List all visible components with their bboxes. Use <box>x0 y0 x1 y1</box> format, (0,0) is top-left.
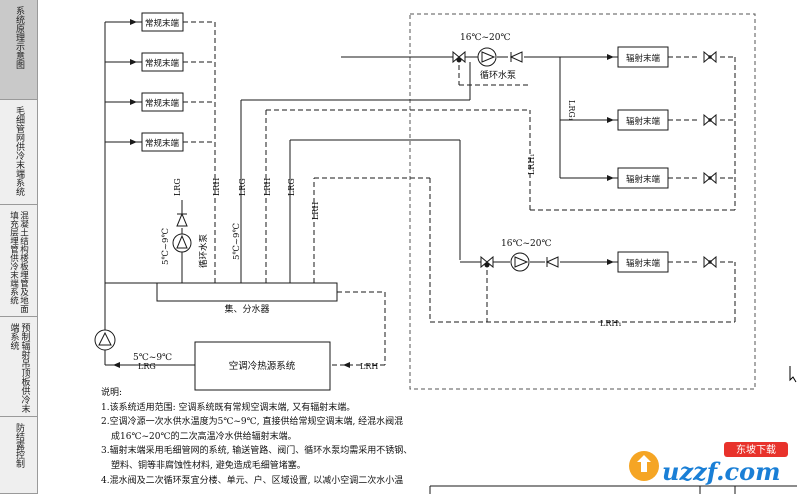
sidebar-tab-label: 混凝土结构楼板埋管及地面填充层埋管供冷末端系统 <box>8 211 29 313</box>
sidebar-tab-label: 毛细管网供冷末端系统 <box>14 106 24 196</box>
sidebar-tab-label: 防结露控制 <box>14 423 24 468</box>
pipe-label-lrg-2: LRG <box>238 178 247 196</box>
notes-title: 说明: <box>101 388 123 398</box>
logo-brand-text: 东坡下载 <box>736 443 776 456</box>
mouse-cursor-icon <box>789 366 797 383</box>
pipe-label-bottom-lrg: LRG <box>138 362 156 371</box>
sidebar-tab-capillary[interactable]: 毛细管网供冷末端系统 <box>0 100 37 205</box>
sidebar-tab-label: 系统原理示意图 <box>14 6 24 69</box>
sidebar-tab-condensation[interactable]: 防结露控制 <box>0 417 37 494</box>
temp-label-middle: 16℃~20℃ <box>501 239 552 249</box>
logo-domain-text: uzzf.com <box>662 457 781 486</box>
sidebar: 系统原理示意图 毛细管网供冷末端系统 混凝土结构楼板埋管及地面填充层埋管供冷末端… <box>0 0 38 494</box>
temp-label-manifold: 5℃~9℃ <box>232 223 242 260</box>
system-schematic: 常规末端 常规末端 常规末端 常规末端 辐射末端 辐射末端 辐射末端 辐射末端 … <box>94 12 797 494</box>
conventional-terminal-2: 常规末端 <box>145 58 180 69</box>
uzzf-logo: 东坡下载 uzzf.com <box>629 442 788 486</box>
conventional-terminal-1: 常规末端 <box>145 18 180 29</box>
note-line-2: 2.空调冷源一次水供水温度为5℃~9℃, 直接供给常规空调末端, 经混水阀混 <box>101 417 404 428</box>
pipe-label-lrg-3: LRG <box>287 178 296 196</box>
sidebar-tab-system-diagram[interactable]: 系统原理示意图 <box>0 0 37 100</box>
notes-section: 说明: 1.该系统适用范围: 空调系统既有常规空调末端, 又有辐射末端。 2.空… <box>101 386 431 488</box>
radiant-terminal-1: 辐射末端 <box>626 53 661 64</box>
note-line-6: 4.混水阀及二次循环泵宜分楼、单元、户、区域设置, 以减小空调二次水小温 <box>101 475 404 486</box>
sidebar-tab-concrete-slab[interactable]: 混凝土结构楼板埋管及地面填充层埋管供冷末端系统 <box>0 205 37 317</box>
pipe-label-lrg1: LRG₁ <box>567 100 576 121</box>
radiant-terminal-4: 辐射末端 <box>626 258 661 269</box>
radiant-terminal-2: 辐射末端 <box>626 116 661 127</box>
note-line-5: 塑料、铜等非腐蚀性材料, 避免造成毛细管堵塞。 <box>111 460 306 471</box>
pipe-label-lrh-3: LRH <box>311 202 320 220</box>
pipe-label-lrh1: LRH₁ <box>600 319 622 328</box>
temp-label-bottom: 5℃~9℃ <box>133 353 172 363</box>
pump-label-top: 循环水泵 <box>480 69 516 81</box>
check-valve-icon <box>176 212 188 227</box>
sidebar-tab-label: 预制辐射吊顶板供冷末端系统 <box>8 323 30 413</box>
temp-label-left: 5℃~9℃ <box>161 228 171 265</box>
note-line-3: 成16℃~20℃的二次高温冷水供给辐射末端。 <box>111 431 297 442</box>
pipe-label-lrh-2: LRH <box>263 178 272 196</box>
radiant-terminal-3: 辐射末端 <box>626 174 661 185</box>
conventional-terminal-4: 常规末端 <box>145 138 180 149</box>
note-line-4: 3.辐射末端采用毛细管网的系统, 输送管路、阀门、循环水泵均需采用不锈钢、 <box>101 446 413 457</box>
note-line-1: 1.该系统适用范围: 空调系统既有常规空调末端, 又有辐射末端。 <box>101 402 356 413</box>
chiller-system-label: 空调冷热源系统 <box>229 360 296 372</box>
pump-label-left: 循环水泵 <box>198 233 209 268</box>
terminal-labels: 常规末端 常规末端 常规末端 常规末端 辐射末端 辐射末端 辐射末端 辐射末端 … <box>145 18 661 372</box>
pipe-label-lrh-1: LRH <box>212 178 221 196</box>
conventional-terminal-3: 常规末端 <box>145 98 180 109</box>
sidebar-tab-radiant-ceiling[interactable]: 预制辐射吊顶板供冷末端系统 <box>0 317 37 417</box>
pipe-label-lrh1-vertical: LRH₁ <box>527 153 536 175</box>
pipe-label-bottom-lrh: LRH <box>360 362 378 371</box>
manifold-label: 集、分水器 <box>224 303 269 315</box>
temp-label-top: 16℃~20℃ <box>460 33 511 43</box>
pipe-label-lrg-1: LRG <box>173 178 182 196</box>
